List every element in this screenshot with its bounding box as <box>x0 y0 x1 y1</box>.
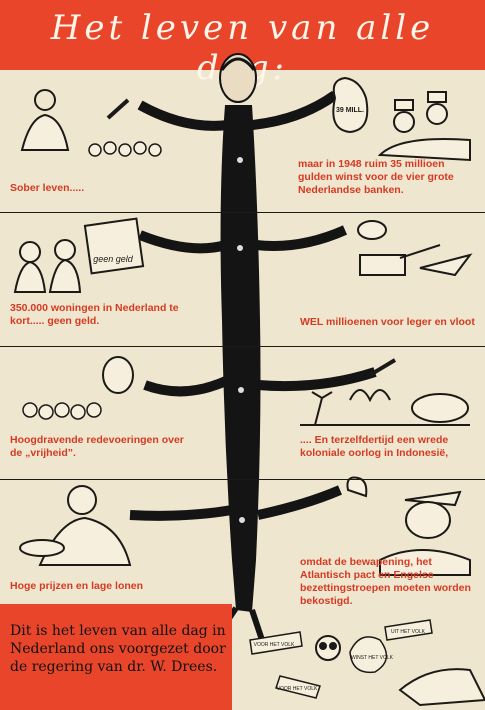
poster-title: Het leven van alle dag: <box>50 8 435 88</box>
panel-divider <box>0 346 485 347</box>
panel-divider <box>0 479 485 480</box>
arm-left-3 <box>143 375 231 397</box>
tag-c-label: VOOR HET VOLK <box>277 686 318 692</box>
skull-icon <box>315 635 341 661</box>
war-scene-drawing <box>300 389 470 426</box>
politician-head <box>219 53 257 103</box>
caption-left-4: Hoge prijzen en lage lonen <box>10 580 144 592</box>
arm-right-3 <box>257 367 377 392</box>
caption-left-2: 350.000 woningen in Nederland te kort...… <box>10 302 179 327</box>
arm-left-2 <box>138 230 228 254</box>
shopper-drawing <box>19 485 132 566</box>
caption-right-4: omdat de bewapening, het Atlantisch pact… <box>300 556 471 607</box>
crowd-drawing <box>88 141 162 157</box>
money-pouch-icon <box>346 476 368 498</box>
bankers-drawing <box>377 91 471 162</box>
hand-drawing <box>398 668 485 707</box>
footer-text: Dit is het leven van alle dag in Nederla… <box>10 623 226 675</box>
arm-right-1 <box>251 90 338 130</box>
caption-left-1: Sober leven..... <box>10 182 85 194</box>
speaker-head-drawing <box>102 356 134 394</box>
caption-right-1: maar in 1948 ruim 35 millioen gulden win… <box>298 158 454 196</box>
money-bag-icon: 39 MILL. <box>332 76 369 134</box>
tags-drawing: VOOR HET VOLK UIT HET VOLK VOOR HET VOLK… <box>249 619 433 699</box>
politician-body <box>220 105 261 612</box>
military-drawing <box>357 220 473 277</box>
panel-divider <box>0 212 485 213</box>
arm-right-2 <box>255 225 348 251</box>
sign-label: geen geld <box>93 254 134 264</box>
tag-a-label: VOOR HET VOLK <box>254 642 295 648</box>
dagger-icon <box>368 358 397 377</box>
worker-figure <box>20 89 70 151</box>
caption-right-3: .... En terzelfdertijd een wrede kolonia… <box>300 434 449 459</box>
caption-left-3: Hoogdravende redevoeringen over de „vrij… <box>10 434 184 459</box>
bone-icon <box>106 98 130 120</box>
money-bag-label: 39 MILL. <box>336 107 364 114</box>
arm-left-4 <box>129 505 233 521</box>
footer-box <box>0 604 232 710</box>
sign-drawing: geen geld <box>83 217 145 275</box>
officer-drawing <box>379 490 471 576</box>
family-drawing <box>13 239 82 293</box>
caption-right-2: WEL millioenen voor leger en vloot <box>300 316 475 328</box>
arm-right-4 <box>256 485 342 520</box>
tag-b-label: UIT HET VOLK <box>391 629 426 635</box>
tag-d-label: WINST HET VOLK <box>351 655 394 661</box>
arm-left-1 <box>137 100 229 131</box>
audience-drawing <box>22 402 102 420</box>
